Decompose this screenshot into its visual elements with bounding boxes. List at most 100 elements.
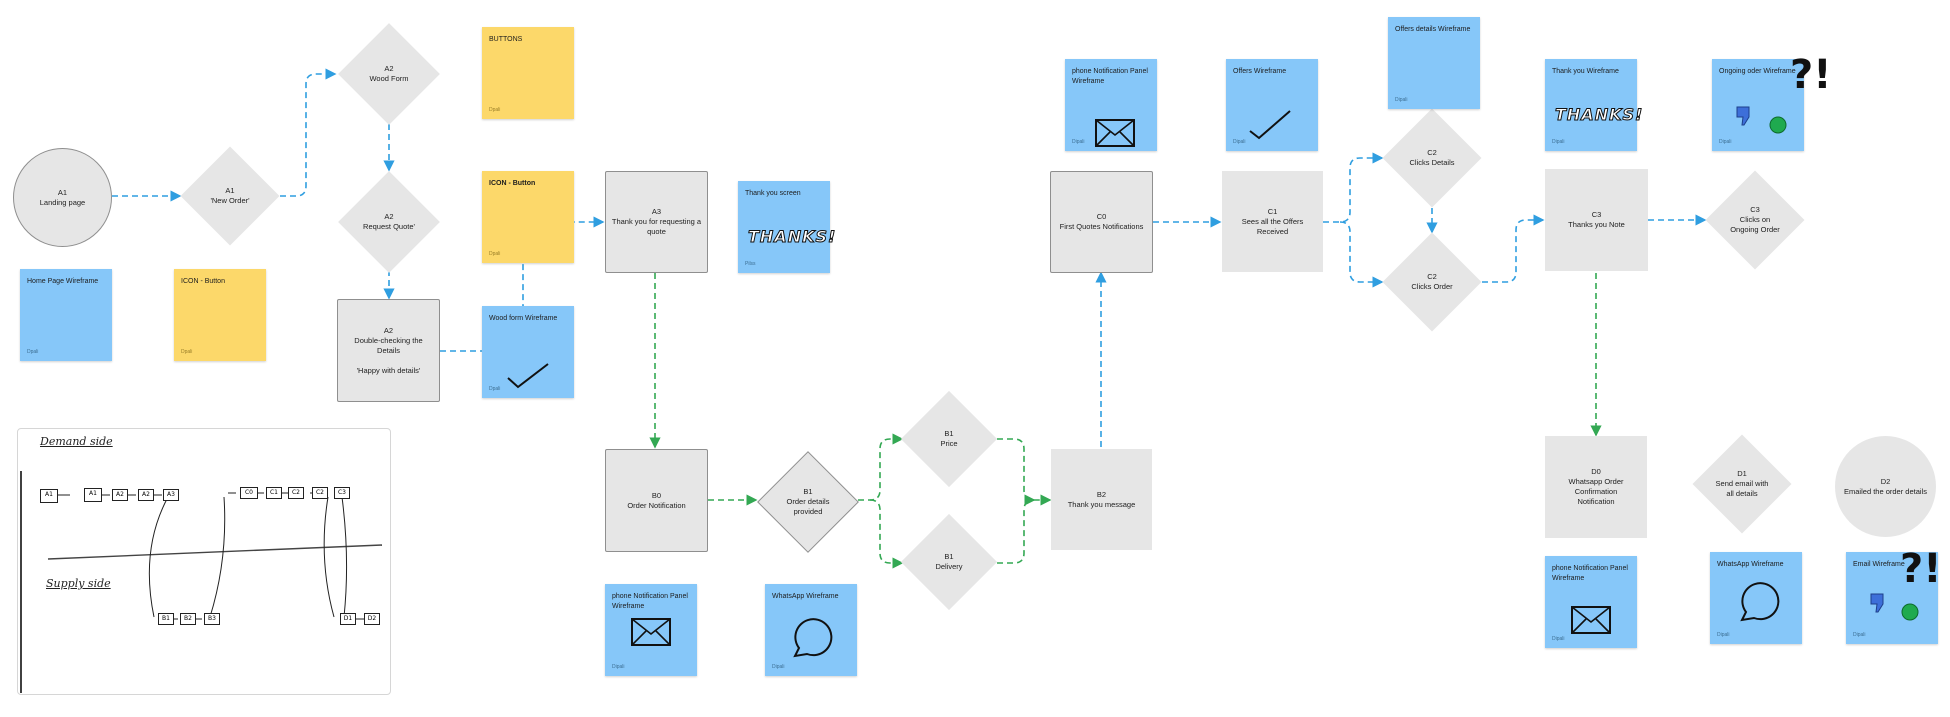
sticky-author: Dipali	[1395, 97, 1408, 103]
sticky-icon-button-1[interactable]: ICON - Button Dpali	[482, 171, 574, 263]
checkmark-icon	[507, 363, 549, 389]
sticky-author: Dipali	[1853, 632, 1866, 638]
sketch-box: B2	[180, 613, 196, 625]
node-label: C3 Thanks you Note	[1568, 210, 1625, 229]
sticky-title: phone Notification Panel Wireframe	[1072, 68, 1148, 85]
node-c3-clicks-ongoing[interactable]: C3 Clicks on Ongoing Order	[1705, 170, 1805, 270]
handwritten-sketch[interactable]: Demand side Supply side A1 A1 A2 A2 A3 C…	[17, 428, 391, 695]
connector-delivery-to-b2	[997, 494, 1036, 564]
node-c2-clicks-details[interactable]: C2 Clicks Details	[1382, 108, 1482, 208]
sticky-phone-notification-1[interactable]: phone Notification Panel Wireframe Dipal…	[605, 584, 697, 676]
node-d2-emailed-details[interactable]: D2 Emailed the order details	[1835, 436, 1936, 537]
sticky-title: Offers Wireframe	[1233, 68, 1287, 75]
node-c2-clicks-order[interactable]: C2 Clicks Order	[1382, 232, 1482, 332]
node-a1-new-order[interactable]: A1 'New Order'	[180, 146, 280, 246]
sticky-title: phone Notification Panel Wireframe	[612, 593, 688, 610]
sketch-box: A1	[84, 488, 102, 502]
sticky-author: Dpali	[489, 107, 501, 113]
node-b2-thank-you-message[interactable]: B2 Thank you message	[1051, 449, 1152, 550]
sticky-title: Offers details Wireframe	[1395, 26, 1471, 33]
envelope-icon	[631, 618, 671, 646]
sketch-box: A3	[163, 489, 179, 501]
chat-bubble-icon	[1740, 582, 1780, 622]
node-label: C1 Sees all the Offers Received	[1241, 206, 1304, 236]
node-label: D1 Send email with all details	[1715, 469, 1769, 498]
sketch-box: C2	[288, 487, 304, 499]
node-b1-delivery[interactable]: B1 Delivery	[900, 513, 998, 611]
sketch-box: C2	[312, 487, 328, 499]
thanks-art: THANKS!	[747, 227, 837, 247]
node-b0-order-notification[interactable]: B0 Order Notification	[605, 449, 708, 552]
node-label: B1 Delivery	[935, 552, 963, 571]
node-label: A2 Wood Form	[369, 64, 409, 83]
node-a2-double-checking[interactable]: A2 Double-checking the Details 'Happy wi…	[337, 299, 440, 402]
sketch-box: B3	[204, 613, 220, 625]
sticky-icon-button-2[interactable]: ICON - Button Dpali	[174, 269, 266, 361]
node-c0-first-quotes[interactable]: C0 First Quotes Notifications	[1050, 171, 1153, 273]
sticky-email-wireframe[interactable]: Email Wireframe Dipali	[1846, 552, 1938, 644]
sticky-whatsapp-wireframe-1[interactable]: WhatsApp Wireframe Dipali	[765, 584, 857, 676]
sketch-lines	[20, 471, 383, 693]
thanks-art: THANKS!	[1554, 105, 1644, 125]
sketch-box: A1	[40, 489, 58, 503]
node-d1-send-email[interactable]: D1 Send email with all details	[1692, 434, 1792, 534]
sticky-offers-wireframe[interactable]: Offers Wireframe Dipali	[1226, 59, 1318, 151]
sticky-offers-details-wireframe[interactable]: Offers details Wireframe Dipali	[1388, 17, 1480, 109]
node-a3-thank-you[interactable]: A3 Thank you for requesting a quote	[605, 171, 708, 273]
sticky-title: WhatsApp Wireframe	[772, 593, 839, 600]
sticky-author: Dpali	[27, 349, 39, 355]
sticky-author: Dipali	[772, 664, 785, 670]
sketch-title-demand: Demand side	[40, 435, 113, 448]
sticky-author: Dipali	[1233, 139, 1246, 145]
node-c1-sees-offers[interactable]: C1 Sees all the Offers Received	[1222, 171, 1323, 272]
node-label: C3 Clicks on Ongoing Order	[1730, 205, 1780, 234]
sticky-author: Pilss	[745, 261, 756, 267]
sticky-title: Ongoing oder Wireframe	[1719, 68, 1796, 75]
chat-bubble-icon	[793, 618, 833, 658]
node-label: A2 Double-checking the Details 'Happy wi…	[354, 325, 423, 375]
sketch-title-supply: Supply side	[46, 577, 111, 590]
sticky-wood-form-wireframe[interactable]: Wood form Wireframe Dpali	[482, 306, 574, 398]
sketch-box: A2	[138, 489, 154, 501]
sticky-phone-notification-3[interactable]: phone Notification Panel Wireframe Dipal…	[1545, 556, 1637, 648]
sticky-title: Wood form Wireframe	[489, 315, 558, 322]
sticky-ongoing-order-wireframe[interactable]: Ongoing oder Wireframe Dipali	[1712, 59, 1804, 151]
sticky-author: Dipali	[612, 664, 625, 670]
node-label: C2 Clicks Order	[1411, 272, 1453, 291]
interrobang-mark: ?!	[1900, 546, 1942, 592]
checkmark-icon	[1249, 110, 1291, 140]
node-label: B0 Order Notification	[627, 490, 686, 510]
node-label: B1 Price	[940, 429, 958, 448]
sketch-box: C1	[266, 487, 282, 499]
node-label: A2 Request Quote'	[363, 212, 415, 231]
sticky-buttons[interactable]: BUTTONS Dpali	[482, 27, 574, 119]
node-b1-order-details[interactable]: B1 Order details provided	[756, 450, 860, 554]
sticky-thank-you-screen[interactable]: Thank you screen THANKS! Pilss	[738, 181, 836, 273]
sticky-title: Home Page Wireframe	[27, 278, 99, 285]
connector-price-to-b2	[997, 438, 1052, 506]
node-label: B1 Order details provided	[786, 487, 830, 516]
connector-c1-to-c2-details	[1323, 152, 1384, 223]
sticky-phone-notification-2[interactable]: phone Notification Panel Wireframe Dipal…	[1065, 59, 1157, 151]
sticky-title: WhatsApp Wireframe	[1717, 561, 1784, 568]
node-a2-request-quote[interactable]: A2 Request Quote'	[337, 170, 441, 274]
sticky-author: Dpali	[489, 386, 501, 392]
sticky-title: Thank you screen	[745, 190, 801, 197]
sticky-thank-you-wireframe[interactable]: Thank you Wireframe THANKS! Dipali	[1545, 59, 1643, 151]
sketch-box: D1	[340, 613, 356, 625]
node-a2-wood-form[interactable]: A2 Wood Form	[337, 22, 441, 126]
connector-b1-to-delivery	[869, 499, 904, 569]
green-dot-icon	[1901, 603, 1919, 621]
sticky-author: Dpali	[181, 349, 193, 355]
sticky-title: ICON - Button	[489, 180, 536, 187]
node-a1-landing-page[interactable]: A1 Landing page	[13, 148, 112, 247]
node-d0-whatsapp-confirmation[interactable]: D0 Whatsapp Order Confirmation Notificat…	[1545, 436, 1647, 538]
sticky-author: Dipali	[1552, 636, 1565, 642]
connector-c1-to-c2-order	[1339, 221, 1384, 288]
node-label: C2 Clicks Details	[1409, 148, 1455, 167]
sticky-whatsapp-wireframe-2[interactable]: WhatsApp Wireframe Dipali	[1710, 552, 1802, 644]
sticky-home-page-wireframe[interactable]: Home Page Wireframe Dpali	[20, 269, 112, 361]
node-c3-thanks-note[interactable]: C3 Thanks you Note	[1545, 169, 1648, 271]
node-b1-price[interactable]: B1 Price	[900, 390, 998, 488]
